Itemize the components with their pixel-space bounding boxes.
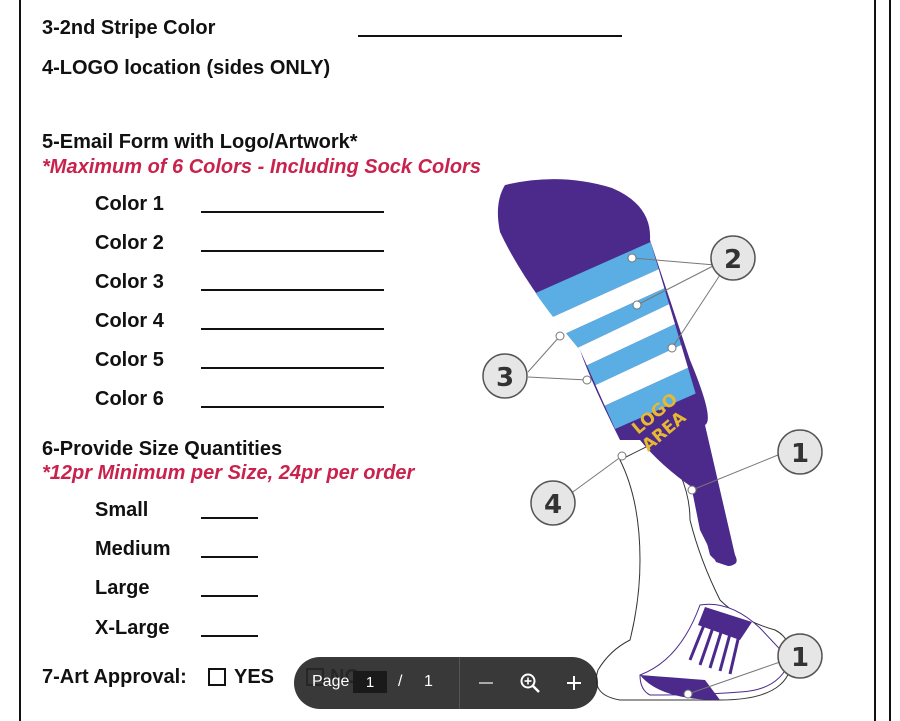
email-form-heading: 5-Email Form with Logo/Artwork*: [42, 131, 358, 153]
callout-1-top: 1: [777, 429, 823, 475]
stripe2-heading: 3-2nd Stripe Color: [42, 17, 216, 39]
color-6-line: [201, 406, 384, 408]
color-2-line: [201, 250, 384, 252]
color-1-line: [201, 211, 384, 213]
size-large-label: Large: [95, 577, 150, 599]
plus-icon: [567, 676, 581, 690]
viewer-edge: [889, 0, 891, 721]
page-number-input[interactable]: [353, 671, 387, 693]
page-border-left: [19, 0, 21, 721]
yes-label: YES: [234, 666, 275, 688]
callout-4: 4: [530, 480, 576, 526]
color-6-label: Color 6: [95, 388, 164, 410]
max-colors-note: *Maximum of 6 Colors - Including Sock Co…: [42, 156, 481, 178]
page-label: Page: [312, 673, 350, 690]
page-total: 1: [424, 673, 433, 690]
yes-checkbox[interactable]: [208, 668, 226, 686]
svg-text:1: 1: [791, 643, 809, 673]
size-large-line: [201, 595, 258, 597]
zoom-out-button[interactable]: [470, 667, 502, 699]
svg-text:2: 2: [724, 245, 742, 275]
size-xlarge-label: X-Large: [95, 617, 170, 639]
color-3-line: [201, 289, 384, 291]
color-1-label: Color 1: [95, 193, 164, 215]
toolbar-divider: [459, 657, 460, 709]
callout-1-bottom: 1: [777, 633, 823, 679]
page-border-right: [874, 0, 876, 721]
size-small-label: Small: [95, 499, 149, 521]
color-5-label: Color 5: [95, 349, 164, 371]
color-4-line: [201, 328, 384, 330]
size-small-line: [201, 517, 258, 519]
size-note: *12pr Minimum per Size, 24pr per order: [42, 462, 415, 484]
zoom-icon: [520, 673, 540, 693]
color-2-label: Color 2: [95, 232, 164, 254]
color-4-label: Color 4: [95, 310, 164, 332]
zoom-in-button[interactable]: [558, 667, 590, 699]
zoom-fit-button[interactable]: [514, 667, 546, 699]
sock-diagram: LOGO AREA 2 3 1 4 1: [482, 179, 823, 701]
color-5-line: [201, 367, 384, 369]
color-3-label: Color 3: [95, 271, 164, 293]
callout-3: 3: [482, 353, 528, 399]
page-separator: /: [398, 673, 403, 690]
svg-text:4: 4: [544, 490, 562, 520]
size-medium-label: Medium: [95, 538, 171, 560]
stripe2-line: [358, 35, 622, 37]
svg-text:1: 1: [791, 439, 809, 469]
art-approval-label: 7-Art Approval:: [42, 666, 187, 688]
minus-icon: [479, 682, 493, 684]
pdf-viewer-toolbar: Page / 1: [294, 657, 598, 709]
callout-2: 2: [710, 235, 756, 281]
size-medium-line: [201, 556, 258, 558]
size-heading: 6-Provide Size Quantities: [42, 438, 283, 460]
svg-text:3: 3: [496, 363, 514, 393]
logo-location-heading: 4-LOGO location (sides ONLY): [42, 57, 331, 79]
size-xlarge-line: [201, 635, 258, 637]
